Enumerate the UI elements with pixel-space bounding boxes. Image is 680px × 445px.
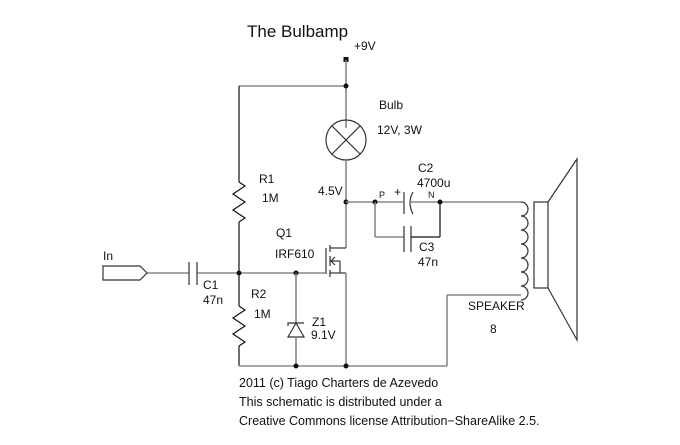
c3-name: C3 (419, 240, 435, 254)
c1-value: 47n (203, 293, 223, 307)
footer-copyright: 2011 (c) Tiago Charters de Azevedo (239, 376, 438, 390)
bulb-name: Bulb (379, 98, 403, 112)
c1-name: C1 (203, 278, 219, 292)
c2-pin-p: P (379, 190, 385, 200)
speaker-value: 8 (490, 322, 497, 336)
c2-pin-n: N (428, 190, 435, 200)
footer-license-2: Creative Commons license Attribution−Sha… (239, 414, 540, 428)
q1-value: IRF610 (275, 247, 315, 261)
input-connector[interactable] (102, 265, 148, 281)
r2-value: 1M (254, 307, 271, 321)
zener-z1 (286, 273, 306, 366)
junction-ground-z (293, 363, 299, 369)
resistor-r2 (231, 273, 247, 366)
speaker-icon (533, 157, 578, 343)
r2-name: R2 (251, 287, 267, 301)
footer-license-1: This schematic is distributed under a (239, 395, 442, 409)
bulb-value: 12V, 3W (377, 123, 423, 137)
speaker-coil (520, 201, 529, 301)
c3-value: 47n (418, 255, 438, 269)
r1-name: R1 (259, 172, 275, 186)
schematic-title: The Bulbamp (247, 22, 348, 41)
r1-value: 1M (262, 191, 279, 205)
resistor-r1 (231, 86, 247, 272)
input-label: In (103, 249, 113, 263)
speaker-name: SPEAKER (468, 299, 525, 313)
c2-name: C2 (418, 161, 434, 175)
junction-top (343, 83, 349, 89)
junction-ground-s (343, 363, 349, 369)
node-voltage-label: 4.5V (318, 184, 343, 198)
z1-name: Z1 (312, 315, 326, 329)
supply-terminal (343, 57, 349, 62)
capacitor-c2 (403, 191, 414, 215)
q1-name: Q1 (276, 226, 292, 240)
c2-value: 4700u (417, 176, 450, 190)
z1-value: 9.1V (311, 328, 336, 342)
c2-polarity: + (394, 185, 401, 199)
mosfet-q1 (325, 245, 347, 366)
capacitor-c3 (403, 226, 412, 252)
supply-label: +9V (354, 39, 376, 53)
capacitor-c1 (188, 262, 198, 285)
